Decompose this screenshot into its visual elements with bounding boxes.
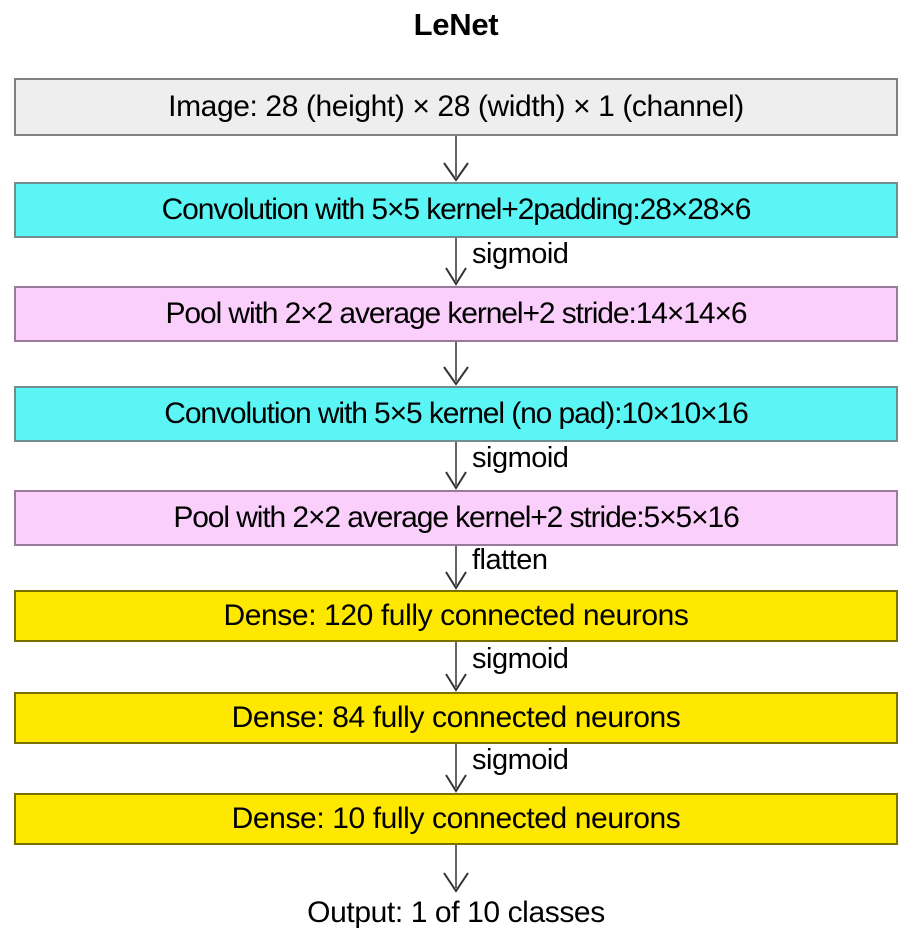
node-convolution-2: Convolution with 5×5 kernel (no pad):10×…	[14, 386, 898, 442]
arrow-down-icon	[443, 342, 469, 386]
node-label: Output: 1 of 10 classes	[307, 896, 605, 929]
node-dense-120: Dense: 120 fully connected neurons	[14, 590, 898, 642]
edge-dense3-to-output	[0, 845, 912, 893]
edge-input-to-conv1	[0, 136, 912, 182]
node-dense-10: Dense: 10 fully connected neurons	[14, 793, 898, 845]
edge-label-sigmoid: sigmoid	[472, 643, 569, 675]
edge-label-sigmoid: sigmoid	[472, 744, 569, 776]
edge-conv1-to-pool1: sigmoid	[0, 238, 912, 286]
arrow-down-icon	[445, 546, 467, 590]
arrow-down-icon	[443, 845, 469, 893]
edge-conv2-to-pool2: sigmoid	[0, 442, 912, 490]
node-input-image: Image: 28 (height) × 28 (width) × 1 (cha…	[14, 78, 898, 136]
node-label: Image: 28 (height) × 28 (width) × 1 (cha…	[168, 90, 744, 123]
node-label: Convolution with 5×5 kernel+2padding:28×…	[161, 193, 752, 226]
node-label: Pool with 2×2 average kernel+2 stride:14…	[165, 297, 748, 330]
edge-pool2-to-dense1: flatten	[0, 546, 912, 590]
arrow-down-icon	[445, 238, 467, 286]
arrow-down-icon	[445, 744, 467, 793]
edge-label-sigmoid: sigmoid	[472, 238, 569, 270]
node-output-text: Output: 1 of 10 classes	[0, 898, 912, 928]
arrow-down-icon	[445, 442, 467, 490]
node-label: Dense: 120 fully connected neurons	[223, 599, 689, 632]
node-pooling-2: Pool with 2×2 average kernel+2 stride:5×…	[14, 490, 898, 546]
node-label: Dense: 10 fully connected neurons	[231, 802, 681, 835]
edge-dense1-to-dense2: sigmoid	[0, 642, 912, 692]
edge-pool1-to-conv2	[0, 342, 912, 386]
arrow-down-icon	[445, 642, 467, 692]
arrow-down-icon	[443, 136, 469, 182]
node-label: Convolution with 5×5 kernel (no pad):10×…	[164, 397, 749, 430]
node-dense-84: Dense: 84 fully connected neurons	[14, 692, 898, 744]
node-label: Pool with 2×2 average kernel+2 stride:5×…	[173, 501, 739, 534]
node-convolution-1: Convolution with 5×5 kernel+2padding:28×…	[14, 182, 898, 238]
page-title: LeNet	[413, 7, 499, 42]
edge-dense2-to-dense3: sigmoid	[0, 744, 912, 793]
edge-label-flatten: flatten	[472, 544, 548, 576]
node-pooling-1: Pool with 2×2 average kernel+2 stride:14…	[14, 286, 898, 342]
node-label: Dense: 84 fully connected neurons	[231, 701, 681, 734]
edge-label-sigmoid: sigmoid	[472, 442, 569, 474]
